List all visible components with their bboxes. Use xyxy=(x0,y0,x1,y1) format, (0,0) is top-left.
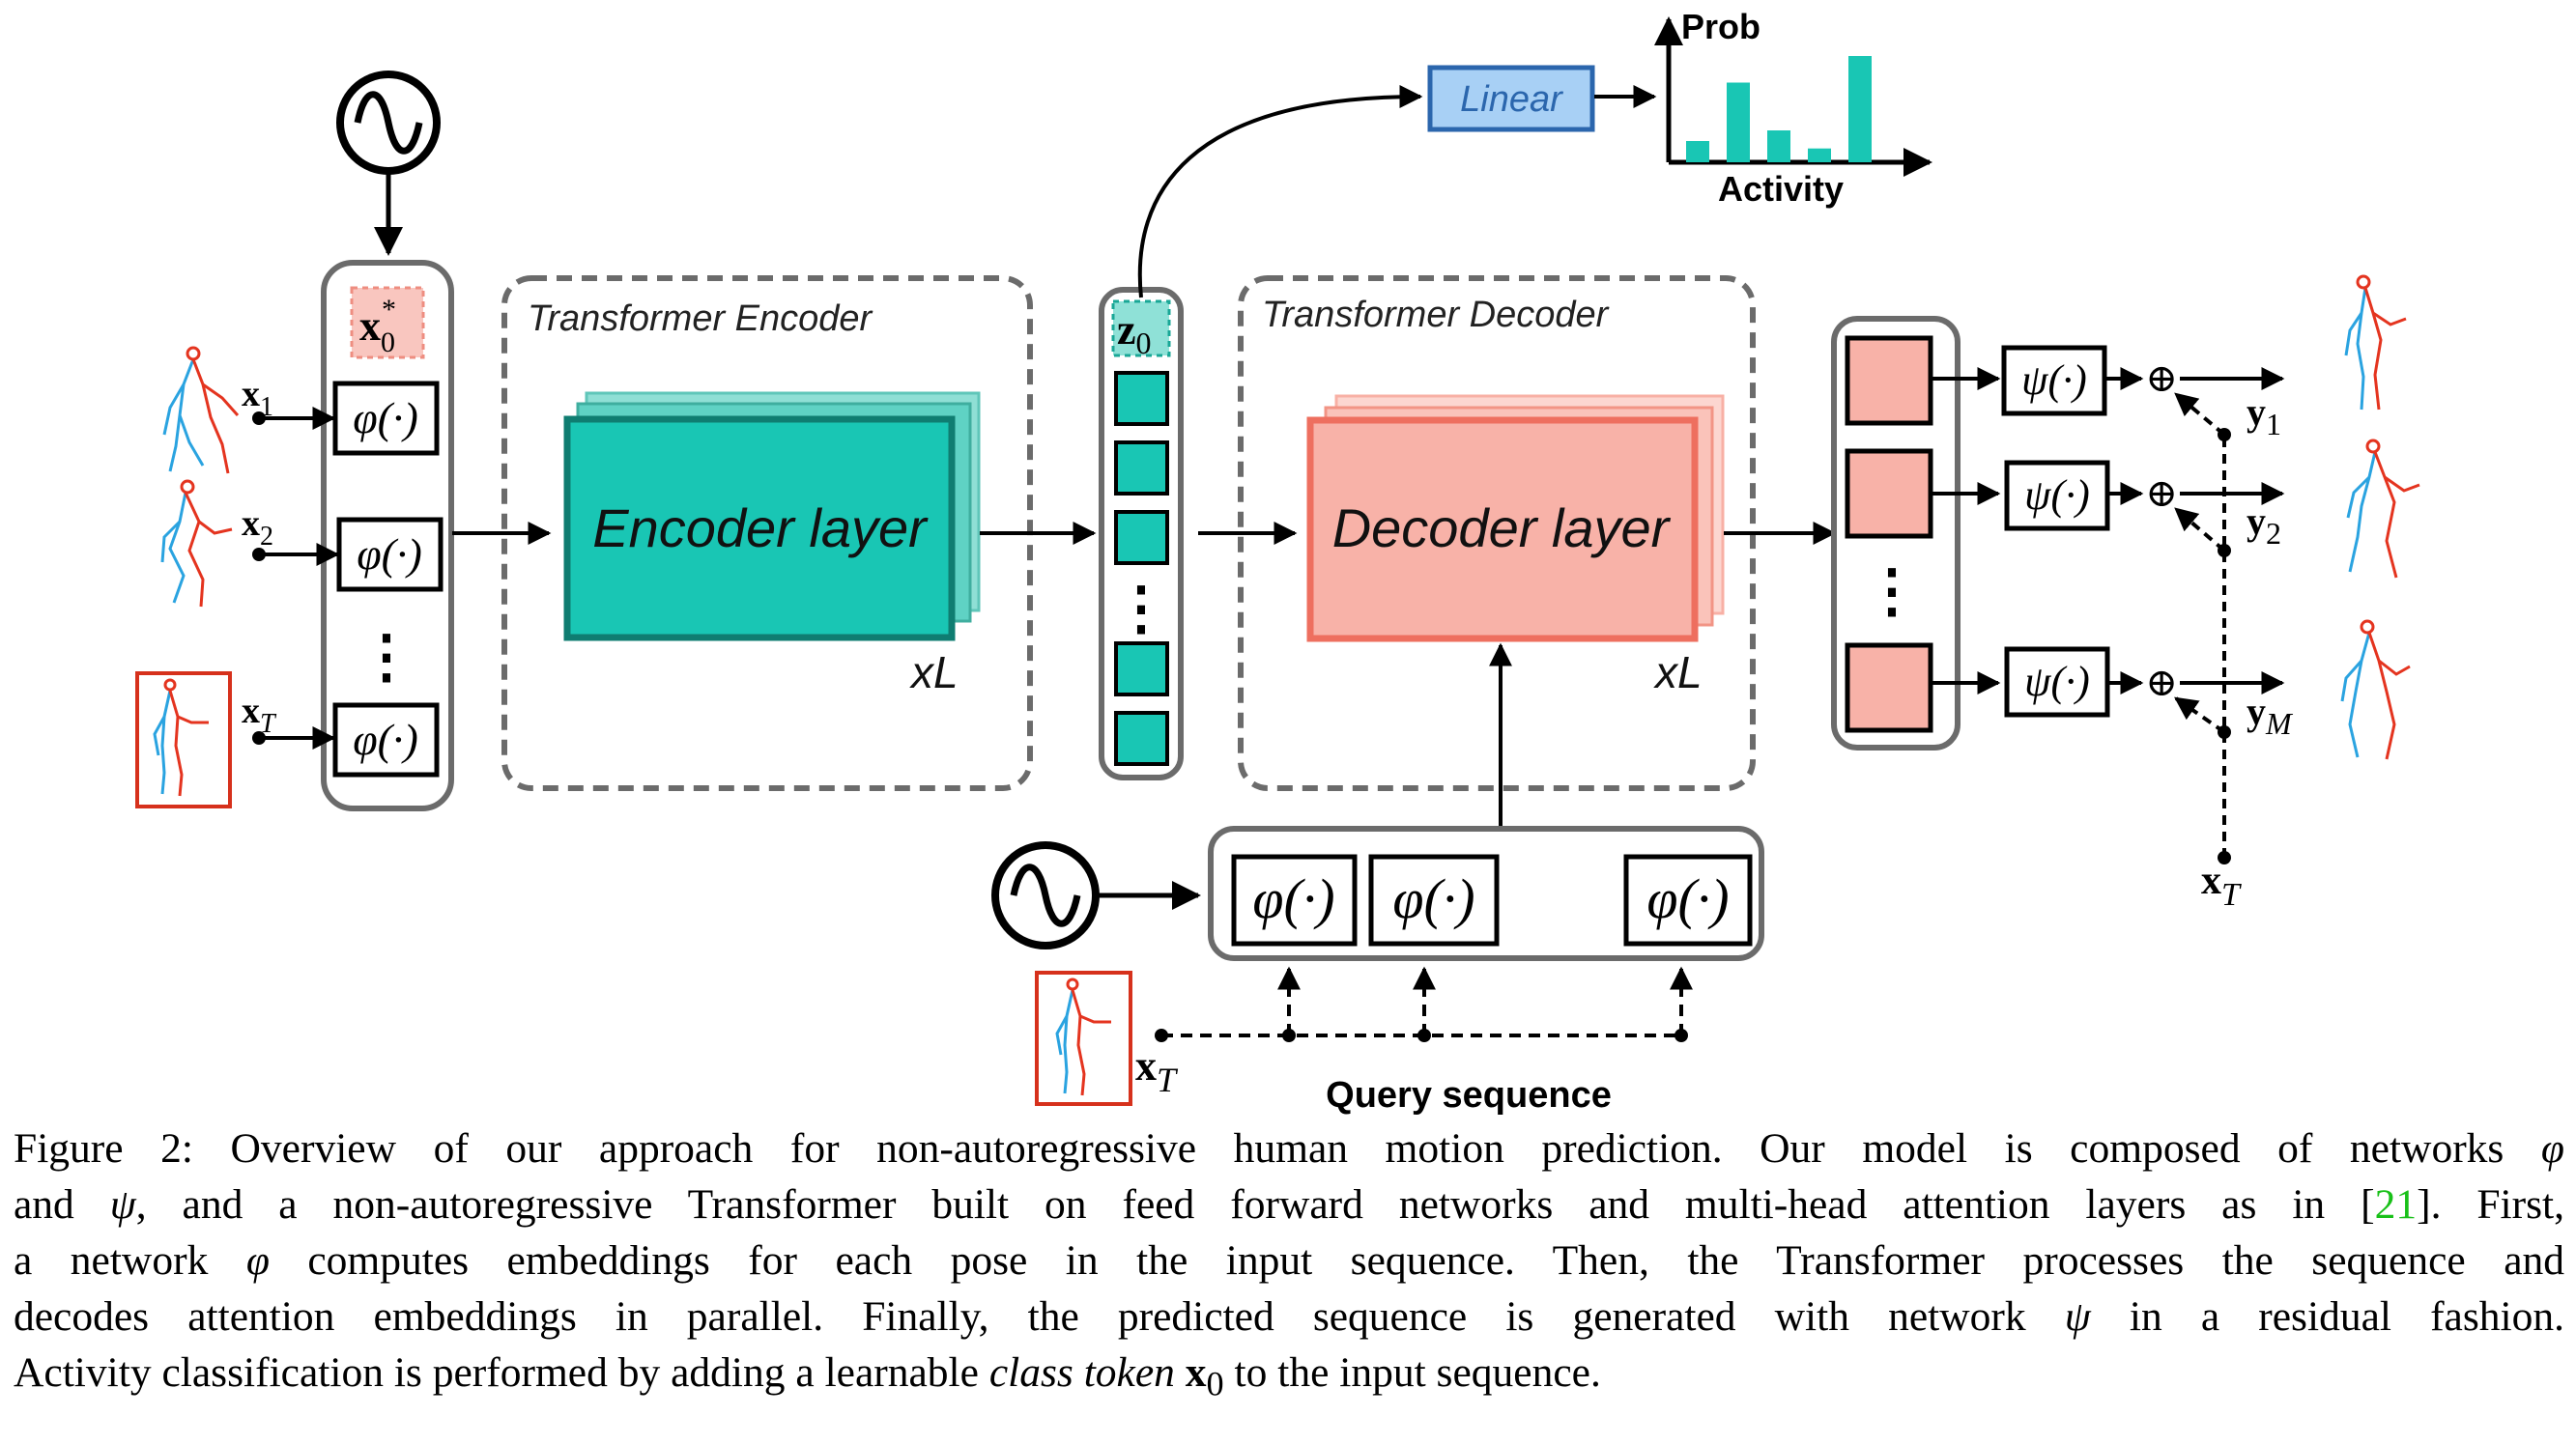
svg-text:φ(·): φ(·) xyxy=(1646,867,1729,930)
psi-box: ψ(·) xyxy=(2001,345,2107,416)
positional-encoding-icon xyxy=(991,841,1100,949)
architecture-diagram: x0* φ(·) φ(·) ⋮ φ(·) x1 x2 xT xyxy=(135,7,2420,1116)
svg-text:φ(·): φ(·) xyxy=(1252,867,1334,930)
svg-text:φ(·): φ(·) xyxy=(353,715,418,764)
phi-box: φ(·) xyxy=(332,381,440,456)
linear-layer xyxy=(1427,65,1595,132)
pose-figure xyxy=(2340,619,2411,760)
pose-figure xyxy=(2346,439,2420,579)
transformer-decoder-box xyxy=(1238,275,1756,791)
chart-bar xyxy=(1767,130,1790,162)
chart-bar xyxy=(1686,141,1709,162)
decoder-output-token xyxy=(1845,642,1933,733)
pose-figure xyxy=(1055,978,1111,1096)
svg-text:ψ(·): ψ(·) xyxy=(2021,356,2087,404)
svg-text:φ(·): φ(·) xyxy=(357,529,422,579)
latent-token xyxy=(1114,711,1169,766)
output-yM-label: yM xyxy=(2247,690,2294,741)
input-x1-label: x1 xyxy=(242,374,273,422)
transformer-decoder-title: Transformer Decoder xyxy=(1262,295,1610,335)
phi-box: φ(·) xyxy=(332,702,440,778)
query-feed-lines xyxy=(1161,966,1693,1037)
decoder-output-token xyxy=(1845,448,1933,539)
phi-box: φ(·) xyxy=(1623,854,1753,947)
pose-figure xyxy=(153,678,209,797)
input-embedding-stack xyxy=(321,260,454,811)
residual-sum-symbol: ⊕ xyxy=(2145,356,2178,400)
query-embedding-box xyxy=(1208,826,1764,961)
latent-token xyxy=(1114,440,1169,496)
citation-link[interactable]: 21 xyxy=(2374,1181,2418,1228)
svg-text:φ(·): φ(·) xyxy=(353,393,418,442)
residual-lines xyxy=(2174,392,2226,858)
class-token xyxy=(350,286,425,359)
psi-box: ψ(·) xyxy=(2004,646,2110,718)
activity-probability-chart xyxy=(1654,16,1932,177)
latent-token xyxy=(1114,510,1169,565)
last-pose-highlight xyxy=(135,671,232,808)
svg-text:ψ(·): ψ(·) xyxy=(2024,471,2090,519)
linear-label: Linear xyxy=(1460,79,1563,120)
decoder-output-token xyxy=(1845,335,1933,426)
decoder-output-stack xyxy=(1831,316,1961,751)
encoder-repeat-label: xL xyxy=(909,647,959,697)
decoder-repeat-label: xL xyxy=(1653,647,1703,697)
residual-sum-symbol: ⊕ xyxy=(2145,661,2178,704)
latent-token xyxy=(1114,641,1169,696)
positional-encoding-icon xyxy=(336,71,441,175)
ellipsis: ⋮ xyxy=(358,625,415,689)
figure-caption: Figure 2: Overview of our approach for n… xyxy=(14,1125,2565,1403)
svg-text:φ(·): φ(·) xyxy=(1392,867,1474,930)
decoder-layer xyxy=(1306,416,1699,642)
phi-box: φ(·) xyxy=(1368,854,1500,947)
query-pose-highlight xyxy=(1035,971,1132,1106)
encoder-layer xyxy=(563,415,956,641)
z0-token xyxy=(1111,299,1171,357)
chart-y-label: Prob xyxy=(1681,7,1760,46)
phi-box: φ(·) xyxy=(336,517,444,592)
chart-bar xyxy=(1727,82,1750,162)
output-y2-label: y2 xyxy=(2247,499,2281,551)
psi-box: ψ(·) xyxy=(2004,460,2110,531)
query-xT-label: xT xyxy=(1135,1042,1179,1099)
decoder-layer-label: Decoder layer xyxy=(1332,497,1672,558)
z0-label: z0 xyxy=(1117,306,1152,360)
chart-x-label: Activity xyxy=(1718,169,1844,209)
phi-box: φ(·) xyxy=(1231,854,1358,947)
ellipsis: ⋮ xyxy=(1112,577,1170,640)
query-sequence-label: Query sequence xyxy=(1326,1075,1612,1116)
input-x2-label: x2 xyxy=(242,503,273,552)
chart-bar xyxy=(1848,56,1872,162)
pose-figure xyxy=(2344,274,2407,411)
residual-xT-label: xT xyxy=(2201,859,2242,913)
residual-sum-symbol: ⊕ xyxy=(2145,471,2178,515)
transformer-encoder-title: Transformer Encoder xyxy=(528,298,873,339)
pose-figure xyxy=(160,479,233,608)
class-token-label: x0* xyxy=(359,294,396,358)
latent-token xyxy=(1114,371,1169,426)
chart-bar xyxy=(1808,148,1831,162)
ellipsis: ⋮ xyxy=(1863,559,1921,623)
svg-text:ψ(·): ψ(·) xyxy=(2024,658,2090,705)
pose-figure xyxy=(162,346,240,474)
input-xT-label: xT xyxy=(242,691,277,739)
encoder-layer-label: Encoder layer xyxy=(592,497,929,558)
output-y1-label: y1 xyxy=(2247,390,2281,441)
